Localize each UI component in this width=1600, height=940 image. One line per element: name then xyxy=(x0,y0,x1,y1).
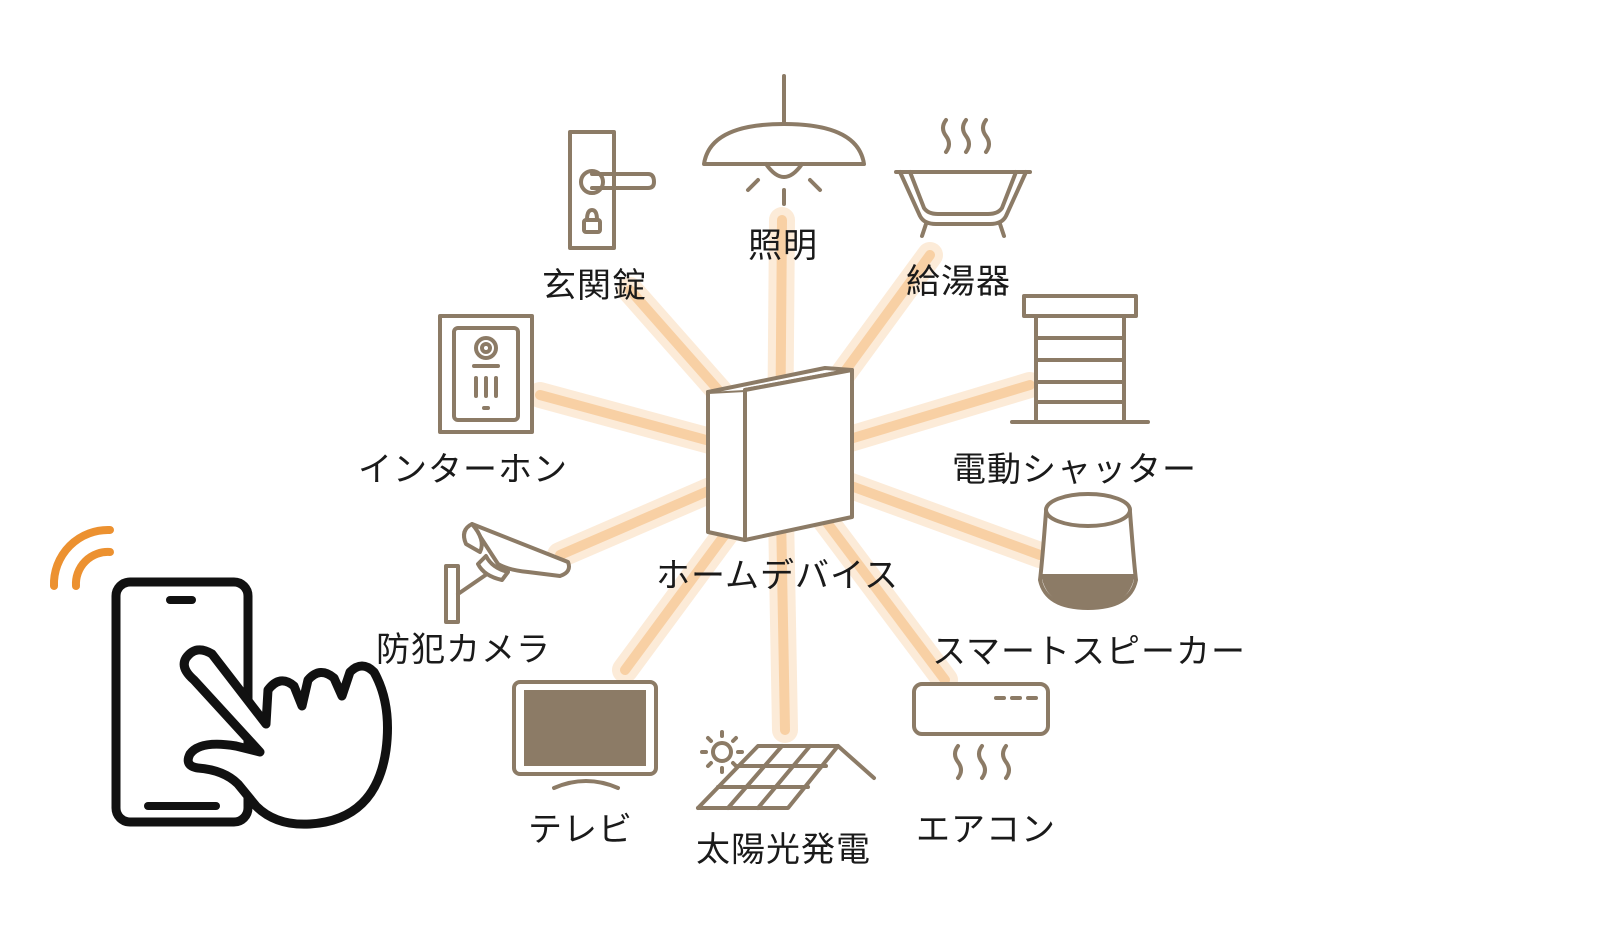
shutter-icon xyxy=(1010,294,1150,424)
device-label-door-lock: 玄関錠 xyxy=(542,266,647,306)
intercom-icon xyxy=(438,314,534,434)
smart-speaker-icon xyxy=(1038,492,1138,610)
tv-icon xyxy=(512,680,658,790)
device-label-solar: 太陽光発電 xyxy=(696,830,871,870)
wifi-signal-icon xyxy=(49,525,114,590)
security-camera-icon xyxy=(444,522,571,624)
device-label-security-camera: 防犯カメラ xyxy=(376,630,551,670)
center-label: ホームデバイス xyxy=(656,556,899,596)
home-gateway-icon xyxy=(706,366,854,542)
device-label-air-conditioner: エアコン xyxy=(916,810,1056,850)
device-label-smart-speaker: スマートスピーカー xyxy=(932,632,1246,672)
device-label-tv: テレビ xyxy=(528,810,633,850)
solar-panel-icon xyxy=(696,730,876,810)
device-label-intercom: インターホン xyxy=(358,450,568,490)
device-label-shutter: 電動シャッター xyxy=(952,450,1197,490)
smartphone-tap-icon xyxy=(49,525,392,829)
device-label-lighting: 照明 xyxy=(748,226,818,266)
pendant-lamp-icon xyxy=(702,74,866,206)
air-conditioner-icon xyxy=(912,682,1050,780)
device-label-water-heater: 給湯器 xyxy=(906,262,1011,302)
door-lock-icon xyxy=(568,130,656,250)
bathtub-icon xyxy=(894,118,1032,238)
